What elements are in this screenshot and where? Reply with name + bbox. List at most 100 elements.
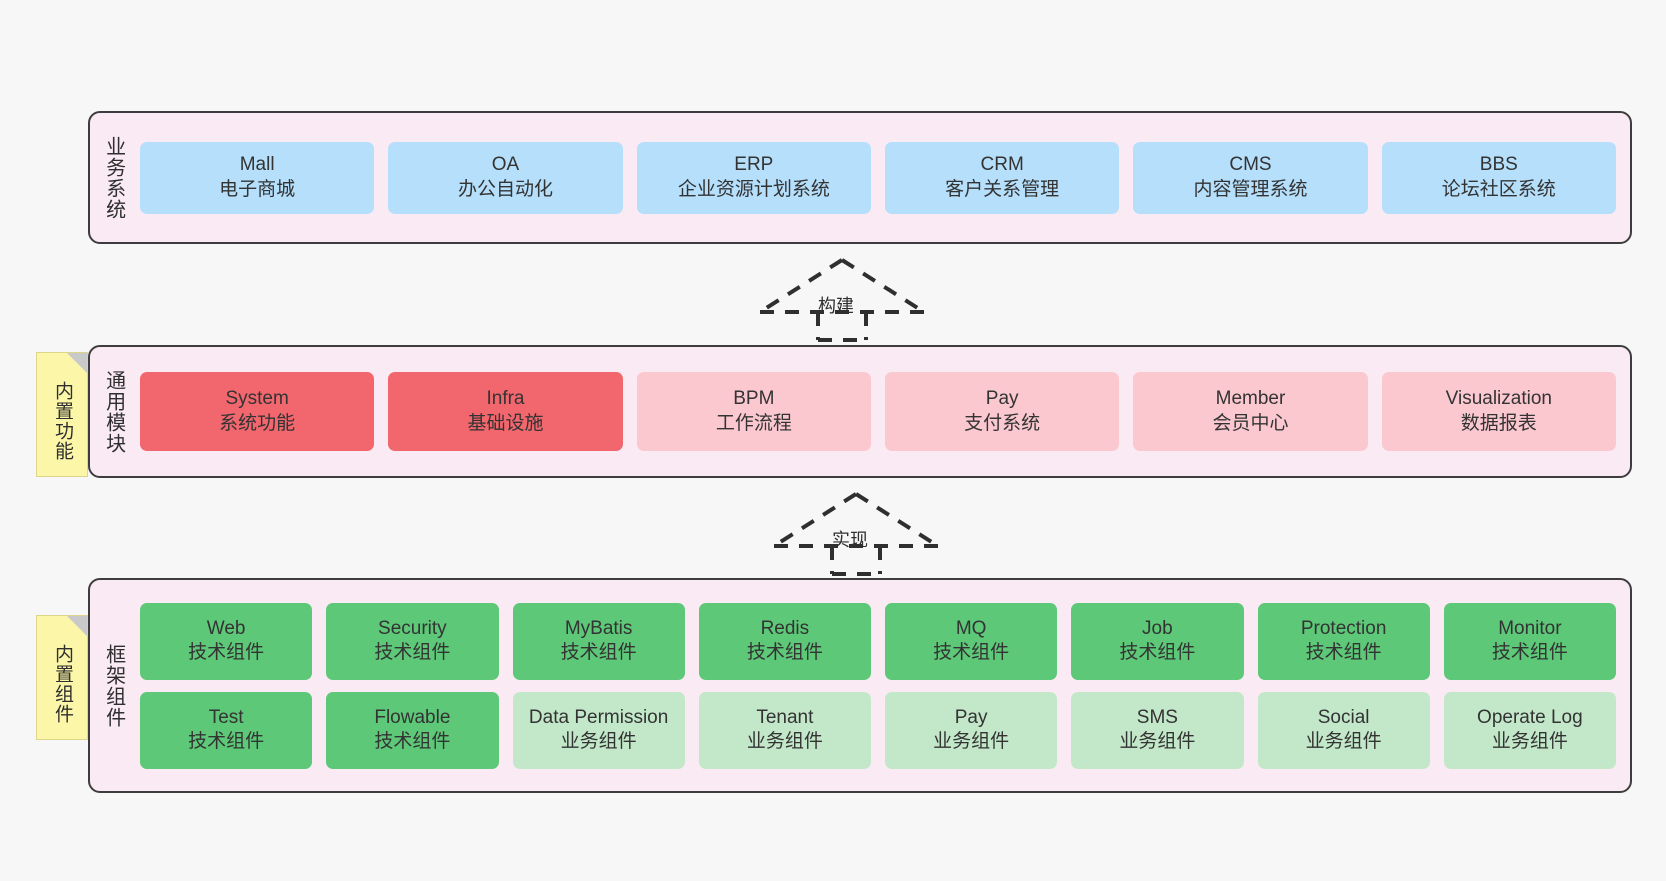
node-title: Tenant — [756, 706, 814, 728]
node-subtitle: 支付系统 — [964, 412, 1041, 434]
node-title: ERP — [734, 154, 774, 176]
module-layer-label: 通用模块 — [102, 369, 125, 454]
node-subtitle: 技术组件 — [188, 731, 265, 752]
framework-node-web[interactable]: Web 技术组件 — [140, 602, 313, 680]
node-subtitle: 业务组件 — [933, 731, 1010, 752]
node-subtitle: 数据报表 — [1460, 412, 1537, 434]
node-subtitle: 技术组件 — [374, 642, 451, 663]
framework-node-data-permission[interactable]: Data Permission 业务组件 — [512, 691, 685, 769]
sticky-note-builtin-components: 内置组件 — [36, 615, 88, 740]
node-title: CMS — [1229, 154, 1272, 176]
node-title: Web — [206, 617, 246, 639]
node-title: Member — [1215, 388, 1286, 410]
node-subtitle: 业务组件 — [1119, 731, 1196, 752]
node-subtitle: 技术组件 — [746, 642, 823, 663]
framework-node-redis[interactable]: Redis 技术组件 — [698, 602, 871, 680]
node-subtitle: 基础设施 — [467, 412, 544, 434]
node-subtitle: 技术组件 — [188, 642, 265, 663]
node-subtitle: 业务组件 — [560, 731, 637, 752]
node-subtitle: 论坛社区系统 — [1441, 178, 1556, 200]
framework-node-social[interactable]: Social 业务组件 — [1257, 691, 1430, 769]
node-title: Flowable — [374, 706, 451, 728]
node-title: System — [225, 388, 289, 410]
node-subtitle: 内容管理系统 — [1193, 178, 1308, 200]
node-title: Job — [1142, 617, 1173, 639]
node-title: BPM — [733, 388, 775, 410]
node-title: Operate Log — [1477, 706, 1583, 728]
node-subtitle: 会员中心 — [1212, 412, 1289, 434]
node-title: Security — [378, 617, 447, 639]
framework-node-tenant[interactable]: Tenant 业务组件 — [698, 691, 871, 769]
node-subtitle: 电子商城 — [219, 178, 296, 200]
framework-node-mybatis[interactable]: MyBatis 技术组件 — [512, 602, 685, 680]
node-subtitle: 技术组件 — [560, 642, 637, 663]
node-title: SMS — [1136, 706, 1178, 728]
node-title: BBS — [1479, 154, 1518, 176]
node-title: Pay — [985, 388, 1019, 410]
node-subtitle: 业务组件 — [1305, 731, 1382, 752]
node-title: Social — [1317, 706, 1370, 728]
node-subtitle: 工作流程 — [715, 412, 792, 434]
node-title: Monitor — [1498, 617, 1562, 639]
node-title: Pay — [954, 706, 988, 728]
node-title: MyBatis — [564, 617, 633, 639]
node-subtitle: 办公自动化 — [457, 178, 553, 200]
node-subtitle: 客户关系管理 — [945, 178, 1060, 200]
node-title: OA — [491, 154, 520, 176]
framework-node-test[interactable]: Test 技术组件 — [140, 691, 313, 769]
framework-layer-label: 框架组件 — [102, 643, 125, 728]
node-title: Infra — [486, 388, 525, 410]
framework-node-protection[interactable]: Protection 技术组件 — [1257, 602, 1430, 680]
node-subtitle: 技术组件 — [374, 731, 451, 752]
node-subtitle: 业务组件 — [746, 731, 823, 752]
implement-relation-arrow: 实现 — [770, 490, 942, 576]
business-layer-label: 业务系统 — [102, 135, 125, 220]
node-title: Test — [208, 706, 244, 728]
node-title: MQ — [955, 617, 987, 639]
framework-node-flowable[interactable]: Flowable 技术组件 — [326, 691, 499, 769]
framework-node-pay[interactable]: Pay 业务组件 — [885, 691, 1058, 769]
node-title: Mall — [239, 154, 275, 176]
node-title: Visualization — [1445, 388, 1552, 410]
build-arrow-label: 构建 — [818, 296, 854, 316]
node-title: Data Permission — [528, 706, 669, 728]
node-title: Protection — [1300, 617, 1387, 639]
framework-node-mq[interactable]: MQ 技术组件 — [885, 602, 1058, 680]
node-subtitle: 技术组件 — [1305, 642, 1382, 663]
node-subtitle: 企业资源计划系统 — [677, 178, 830, 200]
node-title: Redis — [760, 617, 810, 639]
framework-node-security[interactable]: Security 技术组件 — [326, 602, 499, 680]
node-title: CRM — [980, 154, 1024, 176]
node-subtitle: 技术组件 — [1119, 642, 1196, 663]
implement-arrow-label: 实现 — [832, 530, 868, 550]
build-relation-arrow: 构建 — [756, 256, 928, 342]
node-subtitle: 系统功能 — [219, 412, 296, 434]
framework-node-job[interactable]: Job 技术组件 — [1071, 602, 1244, 680]
framework-node-sms[interactable]: SMS 业务组件 — [1071, 691, 1244, 769]
sticky-note-builtin-features: 内置功能 — [36, 352, 88, 477]
node-subtitle: 技术组件 — [933, 642, 1010, 663]
